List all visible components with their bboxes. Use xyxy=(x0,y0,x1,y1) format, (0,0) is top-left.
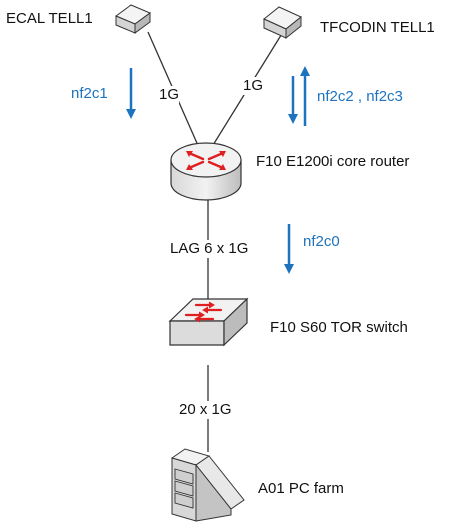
flow-arrow-nf2c0 xyxy=(284,224,294,274)
flow-label-nf2c1: nf2c1 xyxy=(71,85,108,102)
flow-arrow-nf2c1 xyxy=(126,68,136,119)
link-label-lag: LAG 6 x 1G xyxy=(169,240,250,258)
link-label-farm: 20 x 1G xyxy=(178,401,233,419)
router-label: F10 E1200i core router xyxy=(256,153,410,170)
ecal-tell1-icon xyxy=(114,4,152,34)
tfcodin-tell1-icon xyxy=(263,6,302,40)
switch-label: F10 S60 TOR switch xyxy=(270,319,408,336)
flow-arrow-nf2c3 xyxy=(300,66,310,126)
flow-arrow-nf2c2 xyxy=(288,76,298,124)
switch-icon xyxy=(168,297,249,347)
link-label-ecal: 1G xyxy=(159,86,180,104)
tfcodin-tell1-label: TFCODIN TELL1 xyxy=(320,19,435,36)
ecal-tell1-label: ECAL TELL1 xyxy=(6,10,93,27)
link-label-tfcodin: 1G xyxy=(243,77,264,95)
router-icon xyxy=(170,142,242,201)
server-rack-icon xyxy=(170,448,245,522)
pc-farm-label: A01 PC farm xyxy=(258,480,344,497)
flow-label-nf2c2-nf2c3: nf2c2 , nf2c3 xyxy=(317,88,403,105)
flow-label-nf2c0: nf2c0 xyxy=(303,233,340,250)
